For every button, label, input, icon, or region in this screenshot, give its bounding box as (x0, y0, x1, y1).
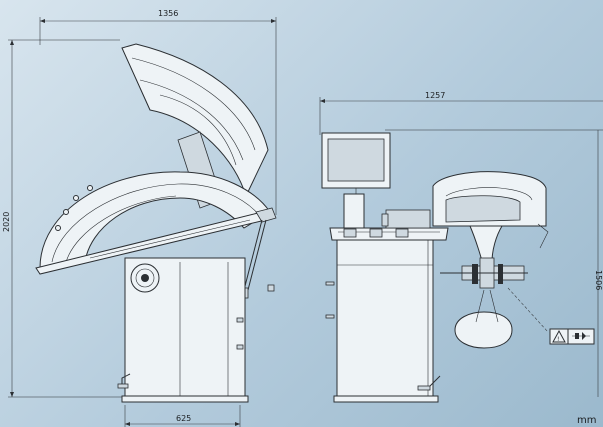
left-view-machine (35, 43, 277, 403)
svg-text:!: ! (557, 336, 559, 343)
right-height-label: 1506 (594, 270, 603, 290)
right-view-machine (321, 132, 549, 403)
left-base-label: 625 (176, 414, 191, 423)
right-width-label: 1257 (425, 91, 445, 100)
warning-triangle-icon: ! (549, 328, 569, 345)
left-width-label: 1356 (158, 9, 178, 18)
hand-crush-warning-icon (567, 328, 595, 345)
left-view-dimension-lines (8, 17, 277, 427)
unit-label: mm (577, 415, 596, 426)
left-height-label: 2020 (2, 212, 11, 232)
right-view-dimension-lines (319, 97, 603, 397)
